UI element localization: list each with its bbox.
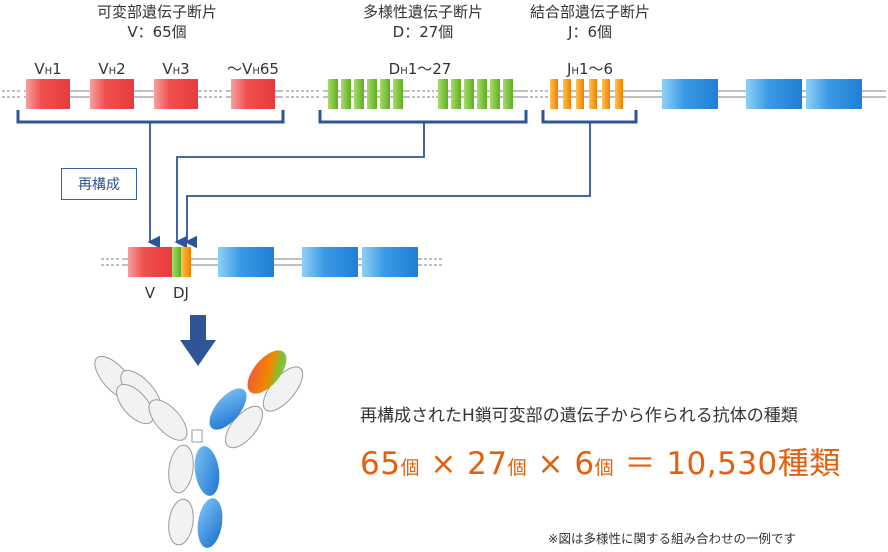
recombination-label: 再構成	[61, 168, 137, 200]
vh3-segment	[154, 79, 198, 109]
vh65-label: 〜VH65	[227, 60, 279, 78]
variable-region-tip	[247, 350, 287, 394]
dh-label: DH1〜27	[389, 60, 452, 78]
formula-unit: 個	[594, 457, 615, 479]
formula-times: ×	[537, 446, 564, 482]
rearranged-v-label: V	[145, 284, 156, 302]
v-group-count: V：65個	[127, 23, 186, 41]
vh1-label: VH1	[34, 60, 61, 78]
rearranged-j	[181, 247, 191, 277]
j-group-title: 結合部遺伝子断片	[530, 3, 650, 21]
formula-total: 10,530	[666, 446, 778, 482]
down-arrow	[180, 315, 216, 366]
vh2-label: VH2	[98, 60, 125, 78]
formula-unit: 個	[507, 457, 528, 479]
v-group-title: 可変部遺伝子断片	[97, 3, 217, 21]
d-segments	[328, 79, 513, 109]
formula-j-count: 6	[574, 446, 595, 482]
recombination-arrows	[147, 122, 591, 249]
formula-times: ×	[430, 446, 457, 482]
j-group-count: J：6個	[567, 23, 612, 41]
antibody-illustration	[94, 355, 304, 546]
rearranged-v	[128, 247, 172, 277]
formula-d-count: 27	[467, 446, 508, 482]
d-group-title: 多様性遺伝子断片	[363, 3, 483, 21]
formula-v-count: 65	[360, 446, 401, 482]
footnote: ※図は多様性に関する組み合わせの一例です	[548, 531, 796, 546]
diversity-formula: 65個 × 27個 × 6個 ＝ 10,530種類	[360, 438, 841, 483]
vh1-segment	[26, 79, 70, 109]
formula-total-unit: 種類	[777, 446, 841, 482]
rearranged-dj-label: DJ	[173, 284, 189, 302]
formula-unit: 個	[400, 457, 420, 479]
rearranged-dna	[100, 247, 444, 277]
vh3-label: VH3	[162, 60, 189, 78]
vh2-segment	[90, 79, 134, 109]
antibody-heavy-chain	[194, 350, 287, 548]
jh-label: JH1〜6	[566, 60, 613, 78]
v-segments	[26, 79, 275, 109]
rearranged-d	[172, 247, 181, 277]
formula-equals: ＝	[624, 446, 656, 482]
vh65-segment	[231, 79, 275, 109]
j-segments	[550, 79, 623, 109]
constant-segments	[662, 79, 862, 109]
result-caption: 再構成されたH鎖可変部の遺伝子から作られる抗体の種類	[360, 406, 798, 426]
d-group-count: D：27個	[393, 23, 454, 41]
recombination-label-text: 再構成	[78, 177, 120, 193]
